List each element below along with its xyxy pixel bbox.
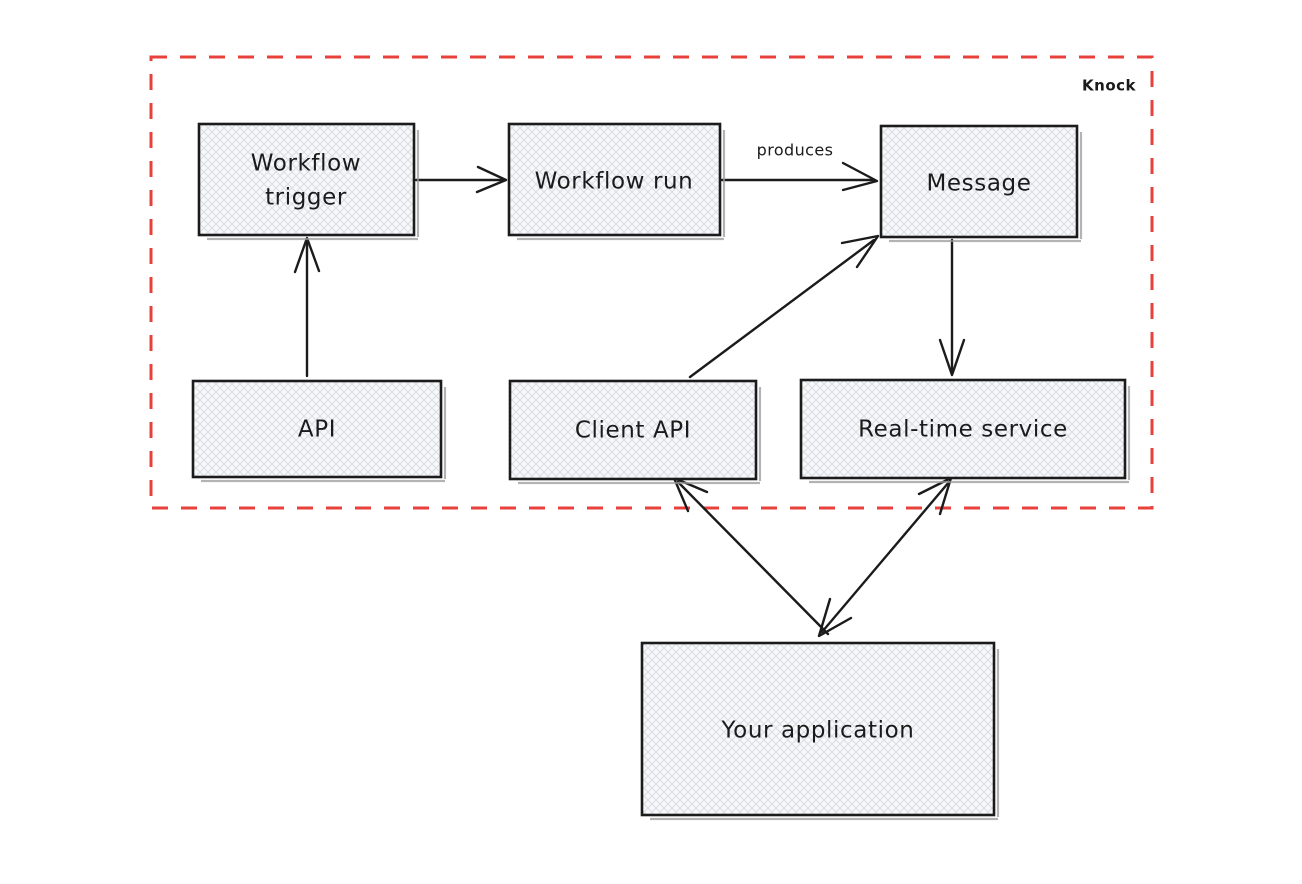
node-workflow-run[interactable]: Workflow run	[507, 122, 726, 241]
node-your-application[interactable]: Your application	[640, 641, 1000, 821]
node-api[interactable]: API	[191, 379, 447, 483]
knock-boundary-rect	[149, 55, 1154, 510]
edge-api-to-trigger	[293, 236, 321, 378]
node-message[interactable]: Message	[879, 124, 1083, 243]
edge-clientapi-to-message	[688, 234, 880, 379]
node-label-workflow-run: Workflow run	[535, 169, 694, 195]
node-label-real-time-service: Real-time service	[858, 417, 1068, 443]
edge-run-to-message: produces	[720, 141, 879, 192]
node-label-workflow-trigger-line1: Workflow	[251, 151, 361, 177]
node-client-api[interactable]: Client API	[508, 379, 762, 485]
arrow-head-icon	[817, 597, 853, 638]
node-workflow-trigger[interactable]: Workflow trigger	[197, 122, 420, 241]
edge-label-produces: produces	[757, 141, 834, 160]
node-label-api: API	[298, 417, 336, 443]
arrow-head-icon	[938, 338, 966, 377]
node-label-message: Message	[926, 171, 1031, 197]
edge-app-to-clientapi	[672, 476, 830, 636]
edge-trigger-to-run	[414, 165, 508, 194]
node-label-client-api: Client API	[575, 418, 691, 444]
arrow-head-icon	[475, 165, 508, 194]
node-label-your-application: Your application	[721, 718, 915, 744]
knock-boundary-group: Knock	[149, 55, 1154, 510]
edge-message-to-realtime	[938, 238, 966, 377]
knock-boundary-label: Knock	[1082, 77, 1136, 95]
node-real-time-service[interactable]: Real-time service	[799, 378, 1131, 484]
edge-realtime-app	[817, 476, 953, 638]
node-label-workflow-trigger-line2: trigger	[265, 185, 347, 211]
arrow-head-icon	[841, 161, 879, 192]
arrow-head-icon	[840, 234, 880, 269]
